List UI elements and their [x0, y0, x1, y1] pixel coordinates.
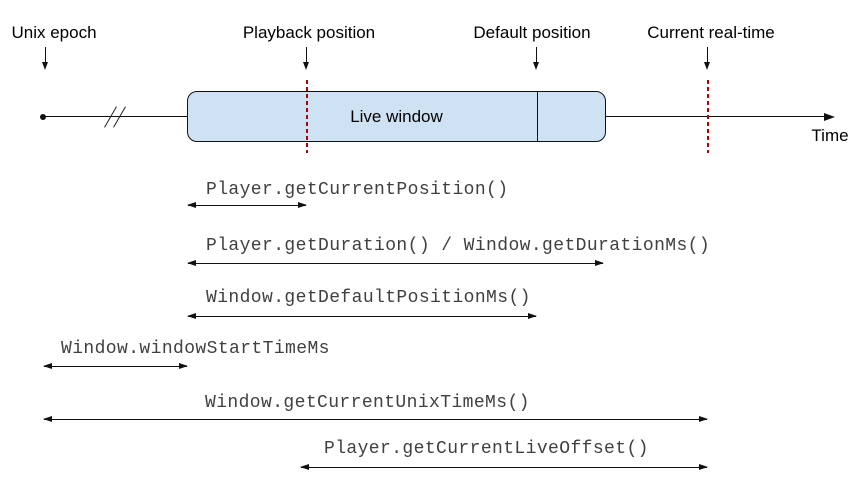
current-real-time-marker-line	[707, 80, 709, 153]
arrow-head-icon	[42, 62, 49, 70]
arrow-right-head-icon	[298, 202, 307, 208]
arrow-head-icon	[303, 62, 310, 70]
arrow-line	[188, 204, 306, 206]
arrow-right-head-icon	[179, 363, 188, 369]
arrow-line	[188, 262, 603, 264]
arrow-right-head-icon	[595, 260, 604, 266]
default-position-divider-line	[537, 92, 538, 142]
arrow-line	[301, 466, 707, 468]
live-window-box: Live window	[187, 91, 606, 142]
span-arrow-get-current-unix-time	[43, 416, 708, 423]
arrow-shaft	[45, 47, 47, 63]
span-label-window-start-time: Window.windowStartTimeMs	[61, 339, 330, 359]
arrow-left-head-icon	[43, 416, 52, 422]
span-label-get-current-unix-time: Window.getCurrentUnixTimeMs()	[205, 393, 530, 413]
time-axis-label: Time	[811, 126, 849, 145]
span-label-get-default-position: Window.getDefaultPositionMs()	[206, 288, 531, 308]
arrow-head-icon	[704, 62, 711, 70]
arrow-right-head-icon	[699, 416, 708, 422]
span-arrow-get-default-position	[187, 313, 537, 320]
arrow-left-head-icon	[43, 363, 52, 369]
arrow-right-head-icon	[699, 464, 708, 470]
arrow-left-head-icon	[300, 464, 309, 470]
arrow-shaft	[306, 47, 308, 63]
marker-label-current-real-time: Current real-time	[647, 23, 775, 42]
marker-label-unix-epoch: Unix epoch	[11, 23, 97, 42]
unix-epoch-pointer-arrow-icon	[41, 47, 51, 70]
span-label-get-duration: Player.getDuration() / Window.getDuratio…	[206, 236, 711, 256]
span-arrow-get-duration	[187, 260, 604, 267]
arrow-head-icon	[533, 62, 540, 70]
span-label-get-current-position: Player.getCurrentPosition()	[206, 180, 509, 200]
default-position-pointer-arrow-icon	[532, 47, 542, 70]
current-real-time-pointer-arrow-icon	[703, 47, 713, 70]
arrow-left-head-icon	[187, 313, 196, 319]
arrow-left-head-icon	[187, 260, 196, 266]
arrow-shaft	[707, 47, 709, 63]
playback-position-pointer-arrow-icon	[302, 47, 312, 70]
marker-label-playback-position: Playback position	[242, 23, 376, 42]
arrow-line	[44, 418, 707, 420]
span-arrow-window-start-time	[43, 363, 188, 370]
playback-position-marker-line	[306, 80, 308, 153]
arrow-line	[188, 315, 536, 317]
time-axis-arrow-head-icon	[824, 112, 835, 121]
marker-label-default-position: Default position	[473, 23, 591, 42]
span-arrow-get-current-live-offset	[300, 464, 708, 471]
arrow-right-head-icon	[528, 313, 537, 319]
live-window-label: Live window	[350, 106, 443, 126]
unix-epoch-origin-dot	[40, 114, 46, 120]
arrow-shaft	[536, 47, 538, 63]
span-label-get-current-live-offset: Player.getCurrentLiveOffset()	[324, 439, 649, 459]
arrow-left-head-icon	[187, 202, 196, 208]
arrow-line	[44, 365, 187, 367]
span-arrow-get-current-position	[187, 202, 307, 209]
